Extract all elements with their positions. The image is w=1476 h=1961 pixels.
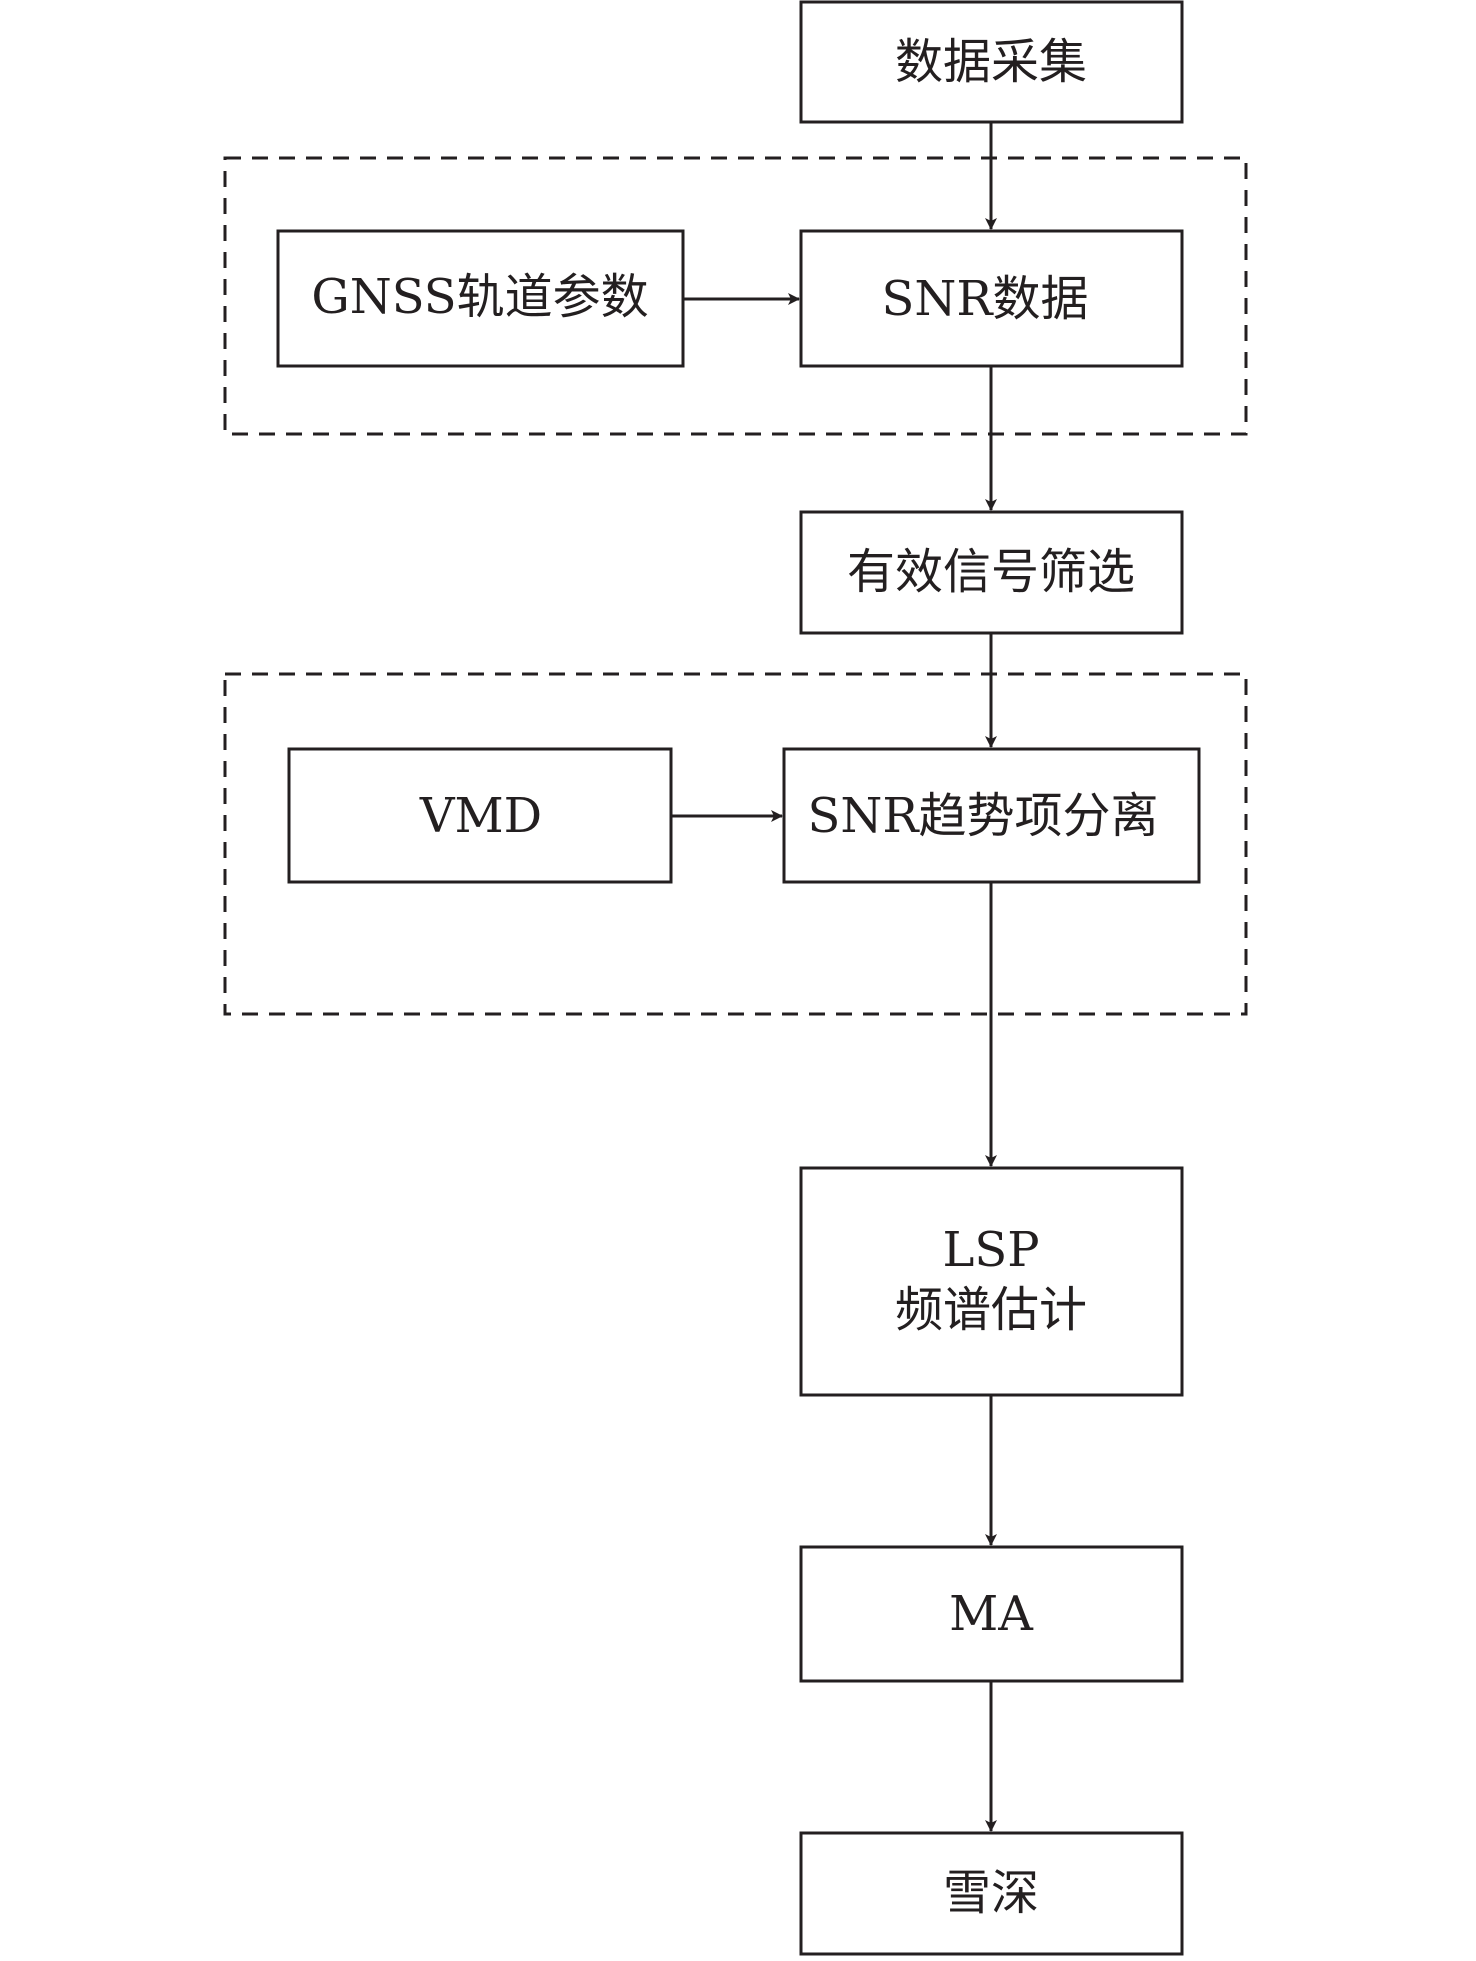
node-label: 雪深 [943,1865,1039,1921]
node-box [276,229,685,368]
node-box [799,1166,1184,1397]
node-label-line2: 频谱估计 [895,1282,1087,1338]
node-label-line1: LSP [942,1222,1039,1278]
node-ma: MA [799,1545,1184,1683]
node-box [782,747,1201,884]
node-data-collection: 数据采集 [799,0,1184,124]
node-label: VMD [419,788,542,844]
node-snow-depth: 雪深 [799,1831,1184,1956]
node-box [799,510,1184,635]
node-snr-trend-separation: SNR趋势项分离 [782,747,1201,884]
node-box [287,747,673,884]
node-snr-data: SNR数据 [799,229,1184,368]
node-vmd: VMD [287,747,673,884]
group-vmd [223,672,1248,1016]
node-label: SNR数据 [881,271,1088,327]
node-label: 数据采集 [895,34,1087,90]
node-gnss-orbit: GNSS轨道参数 [276,229,685,368]
node-box [799,1831,1184,1956]
edges [671,122,997,1832]
node-box [799,1545,1184,1683]
node-label: 有效信号筛选 [847,544,1135,600]
node-label: SNR趋势项分离 [807,788,1158,844]
node-label: MA [949,1586,1034,1642]
node-label: GNSS轨道参数 [311,269,648,325]
node-lsp: LSP 频谱估计 [799,1166,1184,1397]
node-box [799,0,1184,124]
node-signal-filter: 有效信号筛选 [799,510,1184,635]
node-box [799,229,1184,368]
